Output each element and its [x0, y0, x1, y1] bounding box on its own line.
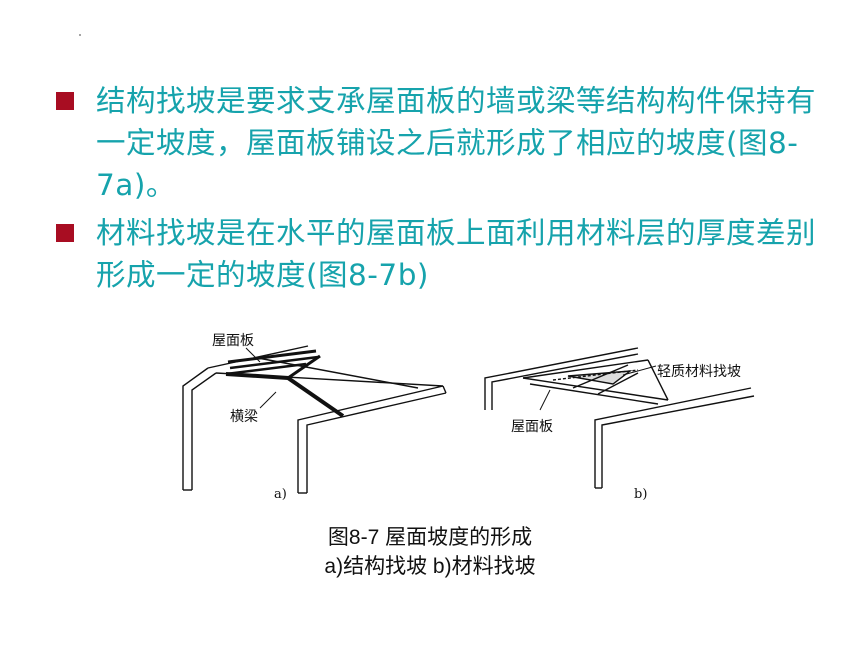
diagram-b [484, 347, 755, 489]
square-bullet-icon [56, 224, 74, 242]
label-beam: 横梁 [230, 409, 258, 425]
square-bullet-icon [56, 92, 74, 110]
label-roof-slab-b: 屋面板 [511, 419, 553, 435]
sublabel-a: a) [274, 487, 287, 502]
decorative-dot [79, 34, 81, 36]
label-roof-slab-a: 屋面板 [212, 333, 254, 349]
bullet-list: 结构找坡是要求支承屋面板的墙或梁等结构构件保持有一定坡度，屋面板铺设之后就形成了… [56, 80, 816, 302]
bullet-text: 材料找坡是在水平的屋面板上面利用材料层的厚度差别形成一定的坡度(图8-7b) [96, 216, 817, 292]
sublabel-b: b) [634, 487, 647, 502]
bullet-item-material-slope: 材料找坡是在水平的屋面板上面利用材料层的厚度差别形成一定的坡度(图8-7b) [56, 212, 816, 296]
bullet-item-structural-slope: 结构找坡是要求支承屋面板的墙或梁等结构构件保持有一定坡度，屋面板铺设之后就形成了… [56, 80, 816, 206]
figure-caption-title: 图8-7 屋面坡度的形成 [327, 526, 533, 549]
roof-slope-drawing: 屋面板 横梁 a) 轻质材料找坡 屋面板 b) [182, 333, 755, 502]
label-light-material: 轻质材料找坡 [657, 364, 741, 380]
bullet-text: 结构找坡是要求支承屋面板的墙或梁等结构构件保持有一定坡度，屋面板铺设之后就形成了… [96, 84, 817, 202]
diagram-a [182, 345, 447, 494]
roof-slope-figure: 屋面板 横梁 a) 轻质材料找坡 屋面板 b) [168, 318, 768, 513]
figure-caption-subtitle: a)结构找坡 b)材料找坡 [324, 555, 536, 578]
